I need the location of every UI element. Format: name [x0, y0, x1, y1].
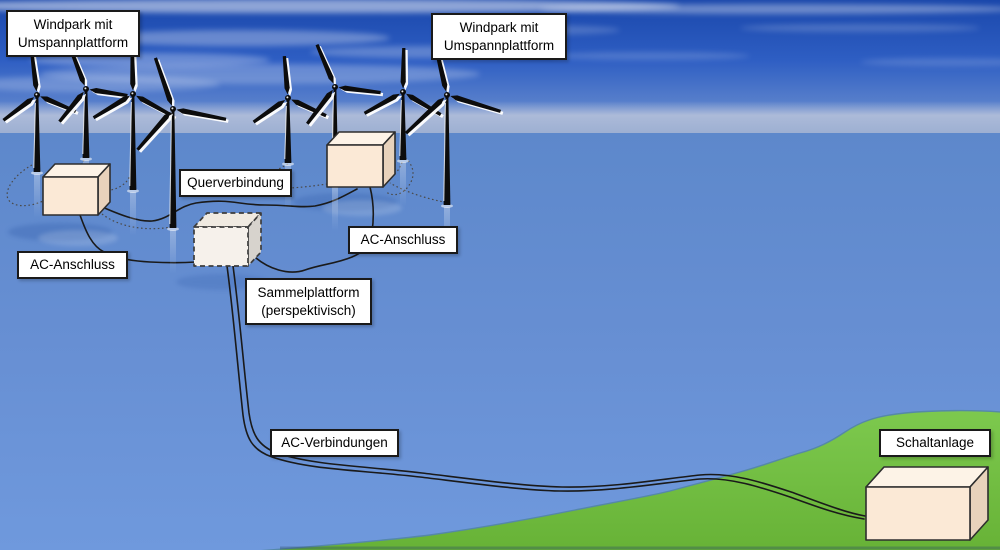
turbine-blade: [252, 100, 286, 124]
switchgear-building: [865, 466, 989, 541]
turbine-blade: [136, 95, 175, 118]
wind-turbine-left: [2, 53, 79, 218]
transformer-platform-left: [42, 163, 111, 216]
label-windpark-left: Windpark mit Umspannplattform: [6, 10, 140, 58]
cable-ac-verbindung-1: [226, 265, 865, 520]
turbine-blade: [92, 95, 130, 120]
turbine-blade: [400, 47, 406, 89]
collector-platform-dashed: [193, 212, 262, 267]
transformer-platform-right: [326, 131, 396, 188]
turbine-blade: [450, 95, 502, 113]
turbine-blade: [363, 93, 400, 115]
cable-querverbindung: [99, 188, 358, 222]
label-windpark-right: Windpark mit Umspannplattform: [431, 13, 567, 61]
infield-cable: [385, 154, 414, 196]
turbine-blade: [176, 108, 227, 121]
turbine-blade: [306, 89, 333, 125]
turbine-blade: [404, 97, 445, 135]
turbine-blade: [136, 111, 171, 151]
wind-turbines: [2, 40, 504, 274]
turbine-blade: [315, 44, 334, 84]
turbine-blade: [58, 91, 84, 123]
cable-ac-anschluss-right: [255, 186, 375, 273]
turbine-blade: [282, 56, 290, 95]
label-sammelplattform: Sammelplattform (perspektivisch): [245, 278, 372, 326]
turbine-blade: [89, 87, 128, 98]
turbine-blade: [153, 57, 173, 106]
turbine-blade: [30, 53, 39, 92]
turbine-blade: [40, 96, 77, 113]
cable-ac-verbindung-2: [232, 265, 866, 517]
turbine-blade: [338, 85, 381, 95]
wind-turbine-left: [136, 57, 229, 274]
label-ac-anschluss-right: AC-Anschluss: [348, 226, 458, 254]
wind-turbine-right: [306, 44, 384, 231]
label-schaltanlage: Schaltanlage: [879, 429, 991, 457]
turbine-blade: [130, 47, 136, 91]
turbine-blade: [69, 49, 85, 86]
label-ac-verbindungen: AC-Verbindungen: [270, 429, 399, 457]
turbine-blade: [2, 97, 35, 122]
label-ac-anschluss-left: AC-Anschluss: [17, 251, 128, 279]
wind-turbine-left: [92, 47, 177, 236]
label-querverbindung: Querverbindung: [179, 169, 292, 197]
